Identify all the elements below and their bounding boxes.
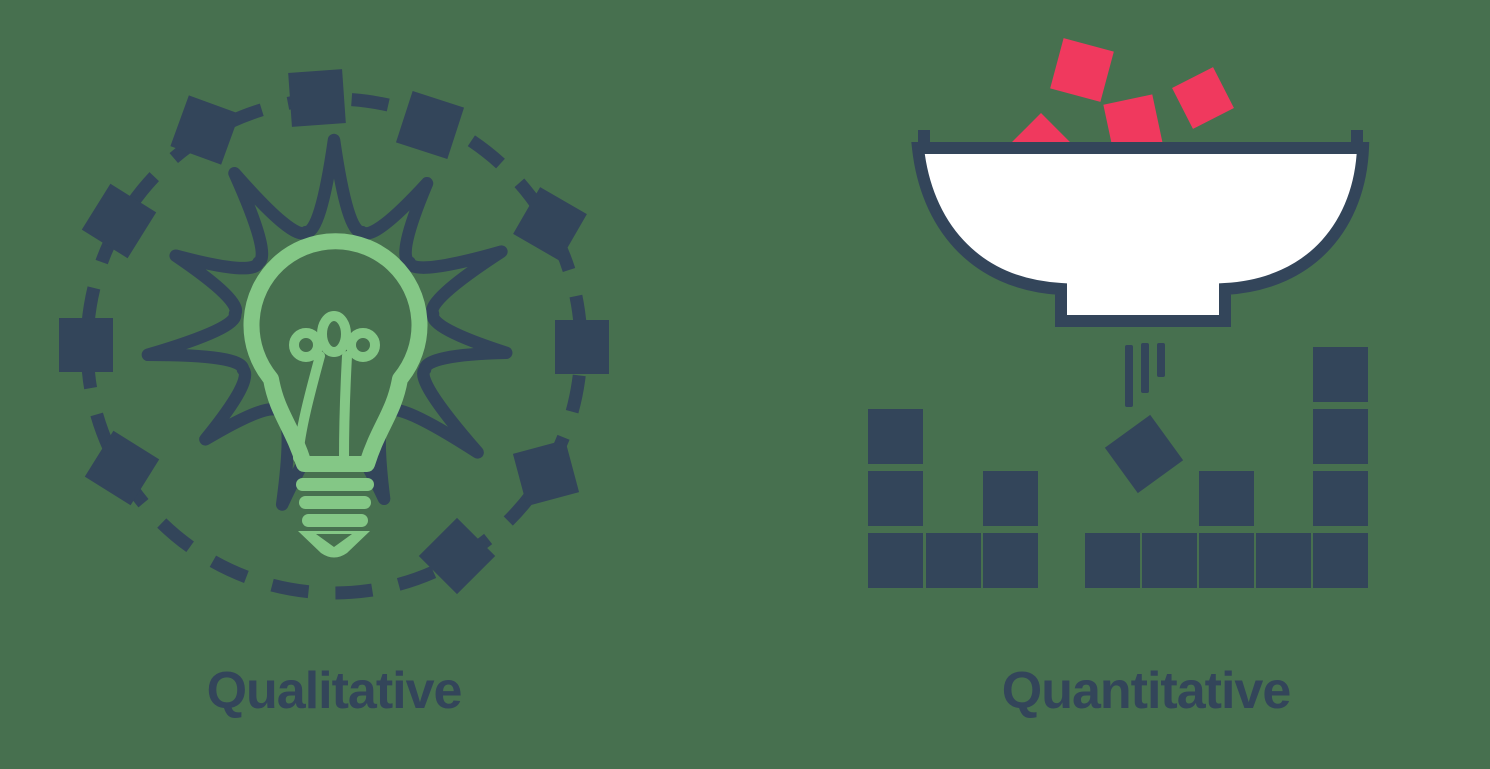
bulb-filament xyxy=(289,311,380,463)
orbit-square-icon xyxy=(512,439,580,507)
bar-square-icon xyxy=(868,409,923,464)
orbit-square-icon xyxy=(288,69,346,127)
pink-square-icon xyxy=(1050,38,1114,102)
bowl-body xyxy=(911,142,1370,327)
lightbulb-icon xyxy=(243,233,428,558)
motion-dashes xyxy=(1125,343,1165,407)
bar-square-icon xyxy=(1256,533,1311,588)
pink-square-icon xyxy=(1172,67,1234,129)
orbit-square-icon xyxy=(84,430,160,506)
bar-square-icon xyxy=(1313,409,1368,464)
bulb-tip-notch xyxy=(316,534,352,547)
bar-square-icon xyxy=(926,533,981,588)
bar-square-icon xyxy=(1313,471,1368,526)
motion-dash-icon xyxy=(1157,343,1165,377)
quantitative-illustration xyxy=(868,38,1370,588)
bowl-icon xyxy=(911,130,1370,327)
bar-square-icon xyxy=(983,533,1038,588)
orbit-square-icon xyxy=(418,517,496,595)
bulb-base xyxy=(296,478,374,558)
orbit-square-icon xyxy=(81,183,157,259)
orbit-square-icon xyxy=(170,95,240,165)
bar-square-icon xyxy=(983,471,1038,526)
motion-dash-icon xyxy=(1141,343,1149,393)
quantitative-label: Quantitative xyxy=(1001,662,1292,720)
bar-square-icon xyxy=(1085,533,1140,588)
motion-dash-icon xyxy=(1125,345,1133,407)
orbit-square-icon xyxy=(513,187,587,261)
qualitative-illustration xyxy=(59,69,609,600)
orbit-square-icon xyxy=(555,320,609,374)
bar-square-icon xyxy=(868,471,923,526)
bar-square-icon xyxy=(1313,533,1368,588)
orbit-squares xyxy=(59,69,609,595)
idea-burst-icon xyxy=(141,133,513,511)
qualitative-label: Qualitative xyxy=(206,662,463,720)
bar-square-icon xyxy=(868,533,923,588)
orbit-square-icon xyxy=(59,318,113,372)
bar-square-icon xyxy=(1199,471,1254,526)
bar-chart-squares xyxy=(868,347,1368,588)
bar-square-icon xyxy=(1313,347,1368,402)
pink-square-icon xyxy=(1103,94,1163,154)
falling-square-icon xyxy=(1104,414,1184,494)
orbit-square-icon xyxy=(395,90,465,160)
bar-square-icon xyxy=(1142,533,1197,588)
bar-square-icon xyxy=(1199,533,1254,588)
